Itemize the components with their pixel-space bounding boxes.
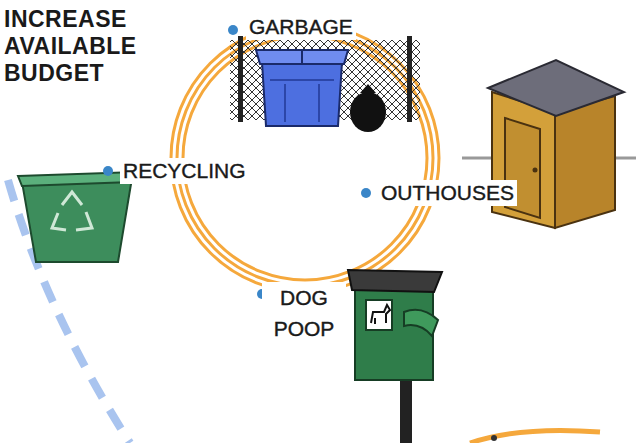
svg-part-part <box>52 213 66 230</box>
svg-part <box>52 192 92 230</box>
heading: INCREASE AVAILABLE BUDGET <box>4 6 149 87</box>
dog-waste-station-part <box>355 288 433 380</box>
svg-part-part <box>62 192 82 205</box>
bullet-dots-part <box>361 188 371 198</box>
outhouse-part <box>488 60 624 116</box>
orange-curve <box>470 430 600 443</box>
item-label: RECYCLING <box>120 158 249 184</box>
recycling-bin-part <box>18 172 136 186</box>
recycling-bin <box>18 172 136 262</box>
recycling-bin-part <box>22 178 132 262</box>
dumpster <box>256 50 348 126</box>
bullet-dots-part <box>228 25 238 35</box>
garbage-fence-part <box>238 36 243 122</box>
garbage-bag-part <box>360 84 376 93</box>
bullet-dots-part <box>103 166 113 176</box>
bullet-dots <box>103 25 371 299</box>
orange-curve-part <box>470 430 600 443</box>
dumpster-part <box>284 84 286 122</box>
svg-part-part <box>76 212 92 230</box>
outhouse-part <box>555 96 615 228</box>
dumpster-part <box>256 50 348 64</box>
dog-waste-station-part <box>366 300 392 330</box>
garbage-bag <box>350 84 386 132</box>
item-label: GARBAGE <box>246 14 356 40</box>
garbage-fence-part <box>407 36 412 122</box>
outhouse-part <box>615 157 636 160</box>
dog-waste-station <box>348 270 442 443</box>
item-label: OUTHOUSES <box>378 180 517 206</box>
dumpster-part <box>301 50 303 64</box>
dog-waste-station-part <box>400 378 412 443</box>
item-label: DOG POOP <box>262 282 346 344</box>
dog-waste-station-part <box>348 270 442 292</box>
outhouse-part <box>462 157 492 160</box>
dog-waste-station-part <box>371 305 390 324</box>
dumpster-part <box>262 62 342 126</box>
dumpster-part <box>318 84 320 122</box>
orange-curve-part <box>491 435 497 441</box>
dumpster-part <box>270 79 334 81</box>
garbage-bag-part <box>350 92 386 132</box>
dog-waste-station-part <box>404 310 438 336</box>
outhouse-part <box>533 168 538 173</box>
